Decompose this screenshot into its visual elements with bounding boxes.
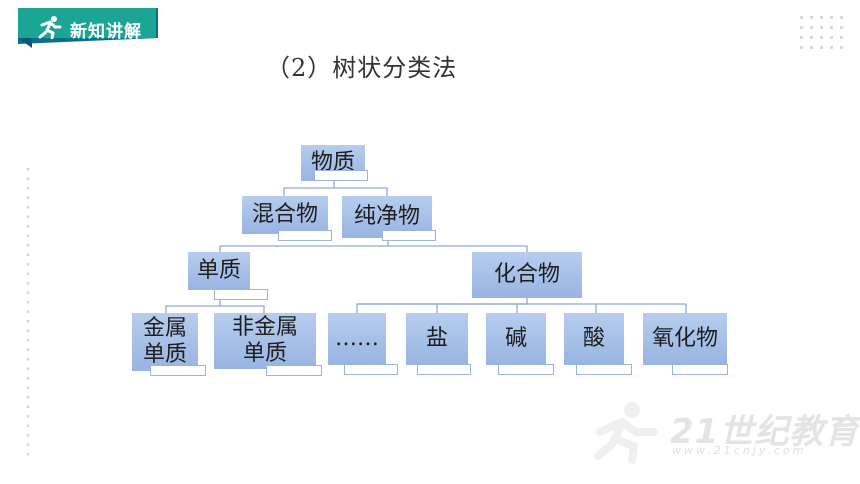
- badge-label: 新知讲解: [70, 22, 142, 42]
- node-nonmetal-element-line1: 非金属: [231, 315, 298, 340]
- node-oxide: 氧化物: [643, 313, 727, 365]
- node-acid-tag: [576, 364, 632, 375]
- dot-grid-decoration: [800, 16, 843, 49]
- slide-title: （2）树状分类法: [266, 54, 458, 82]
- node-mixture-tag: [278, 230, 332, 241]
- node-salt-tag: [417, 364, 471, 375]
- node-nonmetal-element: 非金属 单质: [214, 313, 316, 369]
- runner-icon: [38, 16, 62, 39]
- node-metal-element-line1: 金属: [142, 316, 187, 341]
- node-element: 单质: [188, 252, 250, 290]
- node-ellipsis-tag: [344, 364, 398, 375]
- node-matter-tag: [314, 170, 368, 181]
- node-nonmetal-element-tag: [266, 365, 322, 376]
- node-salt: 盐: [406, 313, 468, 365]
- watermark-logo-icon: [594, 402, 658, 464]
- node-acid: 酸: [564, 313, 624, 365]
- node-element-tag: [214, 289, 268, 300]
- node-pure-substance-tag: [382, 230, 436, 241]
- node-ellipsis: ……: [328, 313, 386, 365]
- node-mixture: 混合物: [242, 196, 328, 234]
- node-base-tag: [498, 364, 554, 375]
- node-oxide-tag: [672, 364, 728, 375]
- node-base: 碱: [486, 313, 546, 365]
- dotted-line-decoration: [26, 168, 30, 458]
- watermark-text: 21世纪教育: [670, 412, 860, 452]
- node-metal-element-tag: [150, 365, 206, 376]
- node-nonmetal-element-line2: 单质: [242, 341, 287, 366]
- node-metal-element-line2: 单质: [142, 342, 187, 367]
- node-compound: 化合物: [472, 252, 582, 298]
- watermark-url: www.21cnjy.com: [672, 444, 807, 457]
- node-metal-element: 金属 单质: [132, 313, 198, 371]
